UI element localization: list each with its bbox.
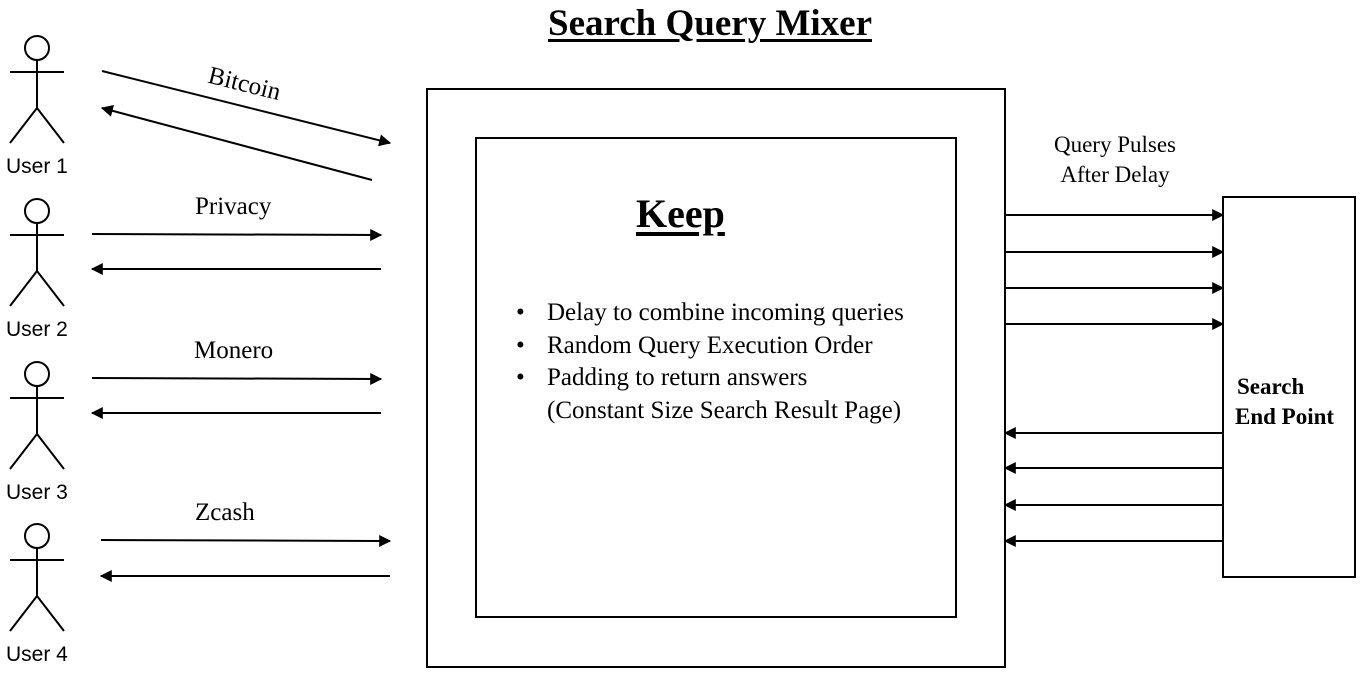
- search-endpoint-label: Search End Point: [1235, 372, 1355, 432]
- user-2-edge-label: Privacy: [195, 193, 272, 220]
- user-4-edge-label: Zcash: [195, 499, 255, 526]
- mixer-feature-item: Padding to return answers: [516, 362, 904, 395]
- mixer-feature-item-continuation: (Constant Size Search Result Page): [547, 396, 902, 424]
- user-1-response-arrow: [100, 104, 373, 181]
- user-1-label: User 1: [6, 155, 68, 178]
- user-1-figure-icon: [9, 35, 65, 144]
- mixer-outer-box: [426, 88, 1006, 668]
- mixer-heading: Keep: [636, 191, 725, 236]
- user-1-request-arrow: [101, 70, 392, 147]
- user-3-label: User 3: [6, 481, 68, 504]
- user-2-label: User 2: [6, 318, 68, 341]
- mixer-inner-box: [475, 137, 957, 618]
- query-pulses-line-2: After Delay: [1060, 162, 1170, 187]
- user-4-request-arrow: [100, 534, 392, 547]
- user-2-request-arrow: [91, 228, 383, 241]
- user-3-figure-icon: [9, 361, 65, 470]
- search-endpoint-line-2: End Point: [1235, 404, 1335, 429]
- query-pulses-label: Query Pulses After Delay: [1030, 130, 1200, 190]
- mixer-feature-list: Delay to combine incoming queries Random…: [516, 297, 904, 427]
- diagram-title: Search Query Mixer: [548, 3, 873, 44]
- search-endpoint-box: [1222, 196, 1356, 578]
- user-4-label: User 4: [6, 643, 68, 666]
- query-pulses-line-1: Query Pulses: [1053, 132, 1177, 157]
- user-3-request-arrow: [91, 372, 383, 385]
- user-3-edge-label: Monero: [194, 337, 274, 364]
- mixer-feature-item: Delay to combine incoming queries: [516, 297, 904, 330]
- mixer-feature-item: Random Query Execution Order: [516, 330, 904, 363]
- user-2-figure-icon: [9, 198, 65, 307]
- search-endpoint-line-1: Search: [1237, 374, 1305, 399]
- user-4-figure-icon: [9, 523, 65, 632]
